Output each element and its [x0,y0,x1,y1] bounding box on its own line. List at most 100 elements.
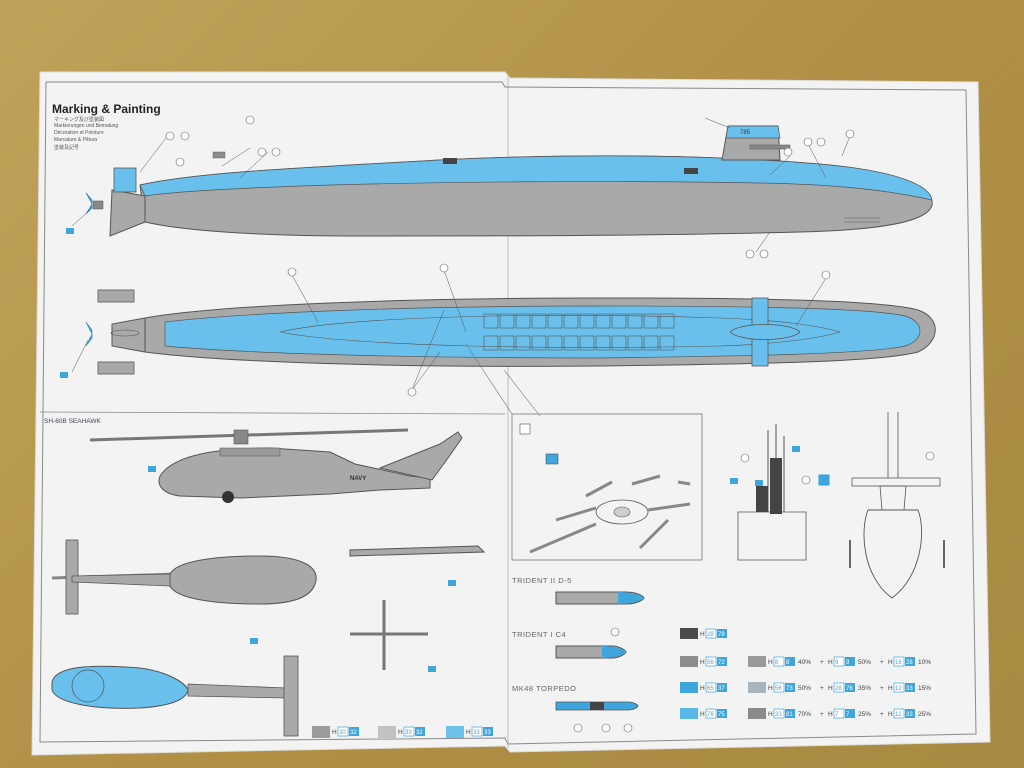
callout-circle [271,147,281,157]
callout-circle [803,137,813,147]
sub-top-deck [164,305,921,359]
color-chip-a [212,151,226,159]
paint-swatch-bottom [446,726,464,738]
heli-side-body [158,447,431,499]
paint-single-1-mix: 72 [718,660,725,666]
paint-mix-0-2-num: 16 [895,660,902,666]
part-missile-rail [349,545,486,557]
sub-side-prop-hub [92,200,104,210]
paint-single-1-num: 56 [707,660,714,666]
propeller-side [85,192,93,215]
callout-circle [165,131,175,141]
submarine-side-view [66,115,933,259]
sub-top-marking [110,329,140,337]
paint-bottom-2-num: 33 [473,730,480,736]
paint-swatch-mix [748,656,766,667]
detail-inset [465,343,703,561]
page-title: Marking & Painting [52,102,161,116]
paint-mix-pct: 10% [918,659,931,666]
paint-bottom-0-code: H [332,729,337,736]
paint-mix-2-1-mix: 7 [846,712,850,718]
sub-top-stern [111,317,146,353]
callout-circle [175,157,185,167]
paint-bottom-2-num-box [471,726,483,737]
paint-mix-1-2-num: 12 [895,686,902,692]
heli-tail-boom [378,431,463,481]
navy-marking: NAVY [350,476,367,482]
propeller-top [85,321,93,347]
sub-top-fin-lower [97,361,135,375]
paint-bottom-2-mix-box [483,727,493,736]
paint-mix-pct: 70% [798,711,811,718]
submarine-top-view [60,263,936,397]
paint-single-1-mix-box [717,657,727,666]
color-chip-e [448,580,456,586]
paint-mix-1-1-mix: 76 [846,686,853,692]
paint-mix-0-0-num-box [773,656,785,667]
paint-mix-pct: 15% [918,685,931,692]
paint-single-0-code: H [700,631,705,638]
paint-bottom-2-mix: 33 [484,730,491,736]
color-chip-f [428,666,436,672]
marking-decal-1 [443,158,457,164]
paint-swatch [680,656,698,667]
paint-mix-plus: + [820,659,824,666]
paint-swatch-bottom [312,726,330,738]
paint-mix-pct: 50% [858,659,871,666]
paint-bottom-0-num-box [337,726,349,737]
paint-swatch [680,628,698,639]
hull-number: 785 [740,130,751,136]
subtitle-de: Markierungen und Bemalung [54,123,119,129]
paint-single-0-mix-box [717,629,727,638]
paint-mix-1-1-num-box [833,682,845,693]
paint-single-2-code: H [700,685,705,692]
paint-mix-0-1-mix-box [845,657,855,666]
callout-circle [845,129,855,139]
callout-circle [407,387,417,397]
mast-details [730,412,945,599]
paint-single-3-num-box [705,708,717,719]
paint-mix-0-1-mix: 9 [846,660,850,666]
paint-mix-1-0-mix: 73 [786,686,793,692]
paint-mix-1-0-mix-box [785,683,795,692]
sub-side-sail-top [725,125,781,139]
paint-mix-2-2-mix: 33 [906,712,913,718]
paint-mix-2-1-mix-box [845,709,855,718]
helicopter-section [39,411,506,737]
mast-base [737,511,807,561]
sub-top-sail [729,324,801,340]
paint-mix-pct: 25% [918,711,931,718]
heli-top-boom [71,573,171,587]
paint-bottom-1-num-box [403,726,415,737]
trident-c4-label: TRIDENT I C4 [512,630,567,639]
paint-mix-plus: + [880,659,884,666]
paint-mix-pct: 35% [858,685,871,692]
paint-mix-0-1-code: H [828,659,833,666]
paint-swatch [680,708,698,719]
paint-mix-plus: + [880,685,884,692]
paint-mix-2-2-mix-box [905,709,915,718]
callout-circle [287,267,297,277]
paint-mix-1-2-num-box [893,682,905,693]
heli-rotor-hub [233,429,249,445]
helicopter-label: SH-60B SEAHAWK [44,418,101,425]
subtitle-cn: 塗装及記号 [54,145,80,151]
paint-mix-1-2-mix-box [905,683,915,692]
paint-mix-plus: + [880,711,884,718]
callout-circle [439,263,449,273]
paint-mix-0-0-mix: 8 [786,660,790,666]
sub-top-spine [279,315,842,348]
paint-mix-2-2-num: 12 [895,712,902,718]
paint-swatch-bottom [378,726,396,738]
paint-mix-0-0-mix-box [785,657,795,666]
inset-hatch [595,499,649,525]
paint-swatch [680,682,698,693]
paint-mix-2-1-num-box [833,708,845,719]
paint-mix-plus: + [820,685,824,692]
paint-mix-0-2-mix-box [905,657,915,666]
trident-d5-label: TRIDENT II D-5 [512,576,572,585]
part-rotor-cross [350,600,428,670]
paint-mix-0-1-num: 9 [835,660,839,666]
